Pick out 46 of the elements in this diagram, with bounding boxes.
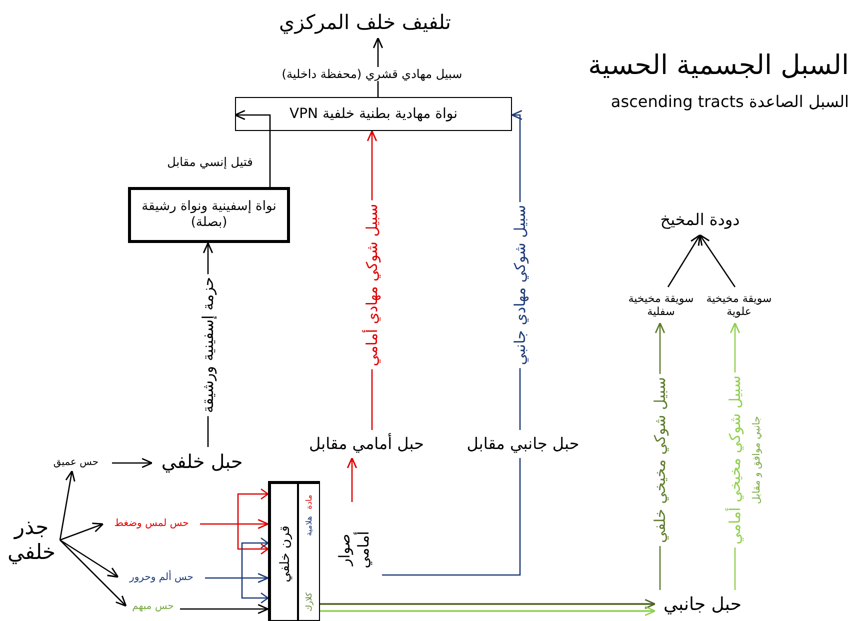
structure-label: دودة المخيخ — [660, 210, 740, 230]
column-label: قرن خلفي — [278, 524, 294, 584]
tract-note: جانبي موافق و مقابل — [752, 415, 762, 506]
tract-label: حبل أمامي مقابل — [309, 434, 424, 454]
edge-label: سبيل شوكي مهادي أمامي — [364, 200, 380, 370]
arrow — [204, 537, 270, 604]
arrow — [667, 234, 701, 288]
commissure-label: صوار أمامي — [335, 530, 373, 571]
tract-label: حبل خلفي — [161, 450, 243, 474]
root-label: جذر خلفي — [6, 514, 57, 566]
nucleus-box — [128, 187, 290, 243]
arrow — [199, 488, 270, 555]
peduncle-label: سويقة مخيخية سفلية — [627, 292, 695, 318]
column-label: مادة — [306, 494, 314, 512]
nucleus-box — [235, 97, 512, 131]
dorsal-horn-column — [268, 481, 298, 621]
title: السبل الجسمية الحسية — [588, 50, 849, 81]
arrow — [346, 457, 358, 502]
edge-label: سبيل شوكي مهادي جانبي — [512, 202, 528, 368]
column-label: نواة مهادية بطنية خلفية VPN — [290, 106, 458, 122]
subtitle: السبل الصاعدة ascending tracts — [610, 92, 849, 111]
column-label: نواة إسفينية ونواة رشيقة (بصلة) — [140, 199, 278, 231]
sense-label: حس مبهم — [132, 601, 174, 613]
arrow — [112, 458, 153, 468]
arrow — [60, 539, 119, 578]
sense-label: حس ألم وحرور — [130, 572, 194, 584]
lamina-column — [298, 481, 320, 621]
edge-label: سبيل شوكي مخيخي خلفي — [652, 374, 668, 546]
arrow — [320, 598, 656, 610]
arrow — [180, 604, 269, 614]
tract-label: حبل جانبي — [664, 594, 742, 616]
arrow — [59, 470, 76, 540]
column-label: هلامية — [306, 515, 314, 538]
arrow — [60, 540, 127, 607]
sense-label: حس عميق — [53, 457, 99, 469]
edge-label: سبيل شوكي مخيخي أمامي — [726, 372, 744, 548]
tract-label: حبل جانبي مقابل — [466, 434, 580, 454]
column-label: كلارك — [306, 591, 314, 614]
cortex-label: تلفيف خلف المركزي — [279, 10, 451, 34]
arrow — [699, 234, 736, 288]
edge-label: حزمة إسفينية ورشيقة — [200, 274, 216, 416]
arrow — [320, 606, 656, 616]
arrow — [60, 522, 104, 541]
peduncle-label: سويقة مخيخية علوية — [705, 292, 773, 318]
sense-label: حس لمس وضغط — [114, 518, 189, 530]
arrow — [234, 110, 271, 187]
